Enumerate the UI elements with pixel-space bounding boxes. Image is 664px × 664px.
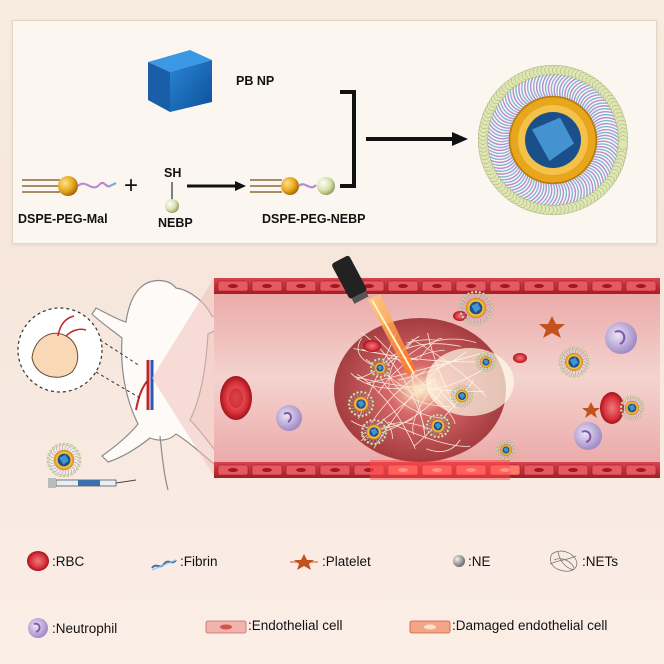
laser-icon bbox=[332, 255, 416, 376]
sh-label: SH bbox=[164, 166, 182, 180]
damaged-endothelial-cell-icon bbox=[409, 620, 451, 634]
legend-neutrophil-label: :Neutrophil bbox=[52, 621, 118, 636]
nanoparticle-shell bbox=[495, 439, 517, 461]
rbc-cell bbox=[229, 388, 243, 408]
nanoparticle-shell bbox=[450, 384, 474, 408]
rbc-cell bbox=[513, 353, 527, 363]
legend-endothelial-cell-label: :Endothelial cell bbox=[248, 618, 343, 633]
plus-sign: + bbox=[124, 172, 139, 199]
neutrophil-cell bbox=[574, 422, 602, 450]
injected-nanoparticle-icon bbox=[46, 442, 82, 478]
nebp-icon bbox=[165, 182, 179, 213]
platelet bbox=[582, 402, 600, 418]
fibrin-icon bbox=[151, 559, 177, 571]
legend-rbc-label: :RBC bbox=[52, 554, 85, 569]
nanoparticle-shell bbox=[475, 351, 497, 373]
platelet-group bbox=[539, 316, 600, 418]
blood-vessel bbox=[214, 278, 660, 480]
vessel-nanoparticles bbox=[347, 290, 645, 461]
nanoparticle-shell bbox=[46, 442, 82, 478]
neutrophil-group bbox=[276, 322, 637, 450]
rbc-cell bbox=[453, 311, 467, 321]
reaction-arrow-icon bbox=[187, 181, 246, 191]
neutrophil-icon bbox=[28, 618, 48, 638]
neutrophil-cell bbox=[605, 322, 637, 354]
zoom-funnel bbox=[152, 278, 214, 476]
nets-icon bbox=[549, 550, 578, 572]
nanoparticle-icon bbox=[477, 64, 629, 216]
legend-fibrin-label: :Fibrin bbox=[180, 554, 218, 569]
combine-bracket bbox=[340, 90, 356, 188]
legend-ne-label: :NE bbox=[468, 554, 491, 569]
nanoparticle-shell bbox=[619, 395, 645, 421]
platelet-icon bbox=[290, 554, 318, 570]
neutrophil-cell bbox=[276, 405, 302, 431]
nanoparticle-shell bbox=[477, 64, 629, 216]
legend-damaged-endothelial-cell-label: :Damaged endothelial cell bbox=[452, 618, 608, 633]
dspe-peg-mal-icon bbox=[22, 176, 117, 196]
pb-np-label: PB NP bbox=[236, 74, 275, 88]
legend-platelet-label: :Platelet bbox=[322, 554, 371, 569]
nanoparticle-shell bbox=[369, 357, 391, 379]
platelet bbox=[539, 316, 565, 338]
dspe-peg-mal-label: DSPE-PEG-Mal bbox=[18, 212, 108, 226]
nanoparticle-shell bbox=[360, 418, 388, 446]
assembly-arrow-icon bbox=[366, 132, 468, 146]
zoom-inset bbox=[17, 307, 141, 399]
legend-nets-label: :NETs bbox=[582, 554, 619, 569]
synthesis-diagram bbox=[22, 50, 629, 216]
syringe-icon bbox=[48, 478, 137, 488]
nanoparticle-shell bbox=[425, 413, 451, 439]
rbc-cell bbox=[600, 392, 624, 424]
endothelial-cell-icon bbox=[205, 620, 247, 634]
pb-np-cube-icon bbox=[148, 50, 212, 112]
ne-icon bbox=[453, 555, 465, 567]
legend-icons bbox=[27, 550, 578, 638]
rbc-cell bbox=[363, 340, 381, 352]
dspe-peg-nebp-label: DSPE-PEG-NEBP bbox=[262, 212, 366, 226]
mouse-vessel-icon bbox=[135, 360, 154, 411]
rbc-icon bbox=[27, 551, 49, 571]
nanoparticle-shell bbox=[558, 346, 590, 378]
nanoparticle-shell bbox=[458, 290, 494, 326]
nanoparticle-shell bbox=[347, 390, 375, 418]
dspe-peg-nebp-icon bbox=[250, 177, 335, 195]
mechanism-illustration bbox=[17, 255, 660, 491]
nebp-label: NEBP bbox=[158, 216, 193, 230]
rbc-group bbox=[220, 311, 624, 424]
